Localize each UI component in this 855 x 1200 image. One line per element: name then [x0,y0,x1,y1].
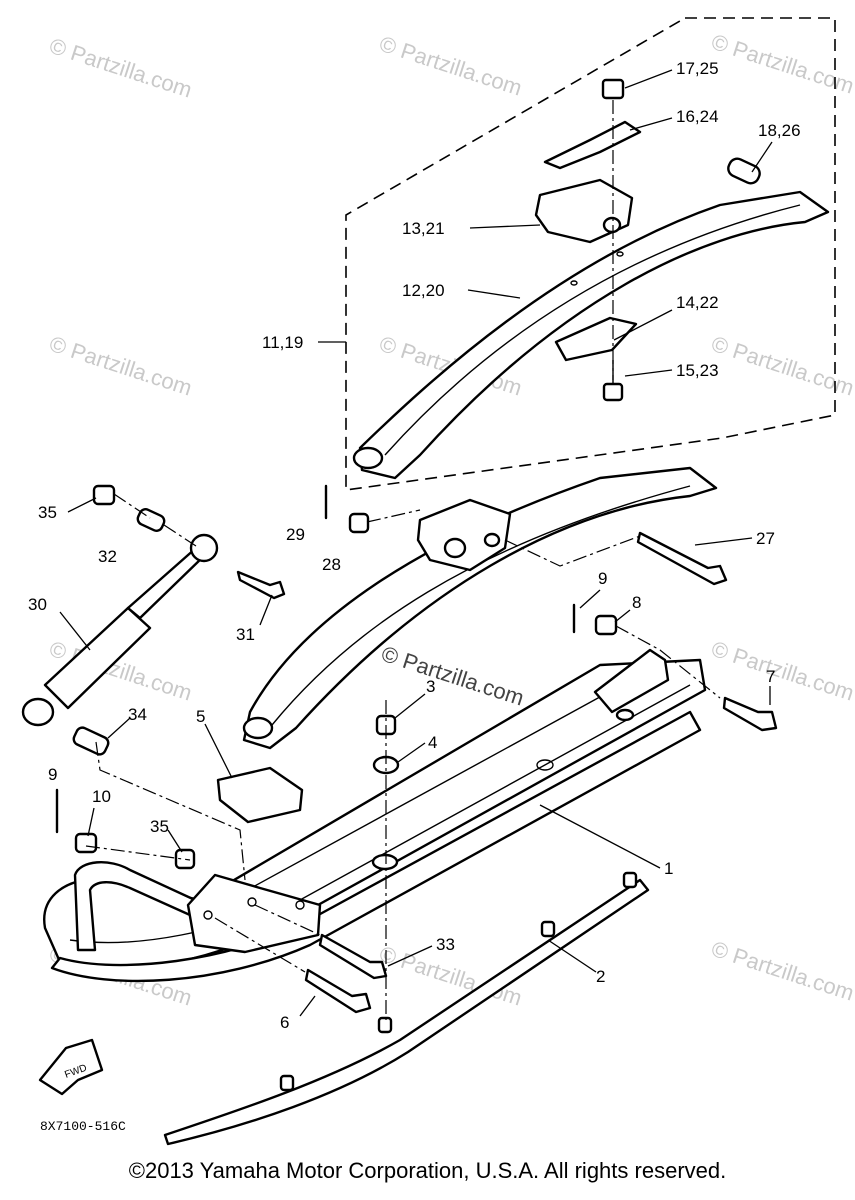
nut-upper [601,78,625,100]
copyright-footer: ©2013 Yamaha Motor Corporation, U.S.A. A… [128,1158,727,1183]
callout-13-21: 13,21 [402,219,445,238]
spring-clamp [543,120,642,170]
callout-27: 27 [756,529,775,548]
leader-lines [59,69,773,1017]
bolt-7 [722,696,778,732]
watermark: © Partzilla.com [708,331,855,401]
callout-8: 8 [632,593,641,612]
watermark: © Partzilla.com [378,641,527,711]
callout-7: 7 [766,667,775,686]
watermark: © Partzilla.com [708,29,855,99]
watermark: © Partzilla.com [376,31,525,101]
watermark: © Partzilla.com [46,331,195,401]
lower-leaf-spring [242,466,718,750]
callout-12-20: 12,20 [402,281,445,300]
nut-10 [74,832,98,854]
spring-seat-lower [416,498,512,572]
callout-6: 6 [280,1013,289,1032]
callout-35-lower: 35 [150,817,169,836]
front-arrow-icon: FWD [38,1038,104,1096]
callout-32: 32 [98,547,117,566]
callout-17-25: 17,25 [676,59,719,78]
nut-28 [348,512,370,534]
callout-4: 4 [428,733,437,752]
spring-plate [554,316,638,362]
collar-34 [72,726,110,756]
upper-leaf-spring [352,190,830,480]
callout-9-lower: 9 [48,765,57,784]
nut-35-upper [92,484,116,506]
callout-35-upper: 35 [38,503,57,522]
saddle-5 [216,766,304,824]
callout-31: 31 [236,625,255,644]
spring-pin [727,157,761,185]
callout-1: 1 [664,859,673,878]
wear-bar [163,871,650,1146]
callout-2: 2 [596,967,605,986]
assembly-boundary [345,17,836,491]
callout-30: 30 [28,595,47,614]
callout-29: 29 [286,525,305,544]
callout-11-19: 11,19 [262,333,303,352]
callout-34: 34 [128,705,147,724]
bolt-shock [236,570,286,600]
callout-15-23: 15,23 [676,361,719,380]
callout-10: 10 [92,787,111,806]
callout-33: 33 [436,935,455,954]
callout-14-22: 14,22 [676,293,719,312]
shock-absorber [21,533,219,727]
nut-8 [594,614,618,636]
watermark: © Partzilla.com [708,636,855,706]
bolt-27 [636,531,728,586]
callout-9-upper: 9 [598,569,607,588]
bolt-upper [602,382,624,402]
watermark: © Partzilla.com [46,33,195,103]
callout-18-26: 18,26 [758,121,801,140]
spring-seat-upper [534,178,634,244]
bolt-33 [318,933,388,980]
parts-diagram: © Partzilla.com © Partzilla.com © Partzi… [21,17,855,1146]
callouts: 17,25 16,24 18,26 13,21 12,20 14,22 11,1… [28,59,801,1032]
callout-5: 5 [196,707,205,726]
callout-3: 3 [426,677,435,696]
callout-28: 28 [322,555,341,574]
bolt-6 [304,968,372,1014]
diagram-code: 8X7100-516C [40,1119,126,1134]
ski [43,648,707,983]
nut-35-lower [174,848,196,870]
watermark: © Partzilla.com [708,936,855,1006]
assembly-lines [85,493,721,973]
callout-16-24: 16,24 [676,107,719,126]
